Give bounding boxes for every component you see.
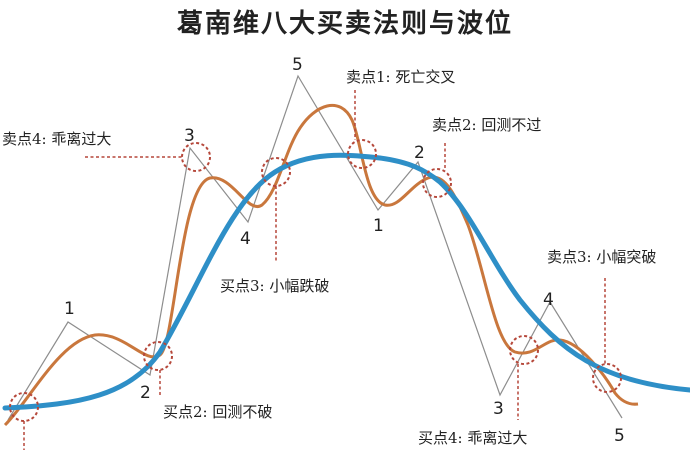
wave-down-1: 1 (373, 216, 384, 236)
label-sell4-top: 卖点4: 乖离过大 (2, 130, 111, 148)
wave-up-5: 5 (292, 55, 303, 75)
wave-down-2: 2 (414, 143, 425, 163)
label-buy3: 买点3: 小幅跌破 (220, 277, 329, 295)
label-sell2: 卖点2: 回测不过 (432, 116, 541, 134)
moving-average-line (2, 152, 690, 411)
diagram-title: 葛南维八大买卖法则与波位 (176, 8, 513, 39)
label-sell1: 卖点1: 死亡交叉 (346, 68, 455, 86)
marker-start (9, 392, 39, 422)
label-buy2: 买点2: 回测不破 (163, 403, 272, 421)
marker-sell1 (347, 139, 377, 169)
wave-down-3: 3 (493, 399, 504, 419)
wave-line (7, 74, 623, 421)
wave-up-1: 1 (64, 299, 75, 319)
marker-buy4 (509, 335, 539, 365)
marker-buy3 (261, 157, 291, 187)
marker-sell4-top (181, 142, 211, 172)
marker-sell3 (592, 363, 622, 393)
price-line (3, 103, 639, 427)
marker-sell2 (422, 168, 452, 198)
marker-buy2 (143, 341, 173, 371)
wave-down-4: 4 (543, 290, 554, 310)
wave-up-3: 3 (184, 126, 195, 146)
wave-down-5: 5 (614, 426, 625, 446)
label-sell3: 卖点3: 小幅突破 (547, 248, 656, 266)
label-buy4: 买点4: 乖离过大 (418, 429, 527, 447)
wave-up-2: 2 (140, 383, 151, 403)
wave-up-4: 4 (240, 229, 251, 249)
